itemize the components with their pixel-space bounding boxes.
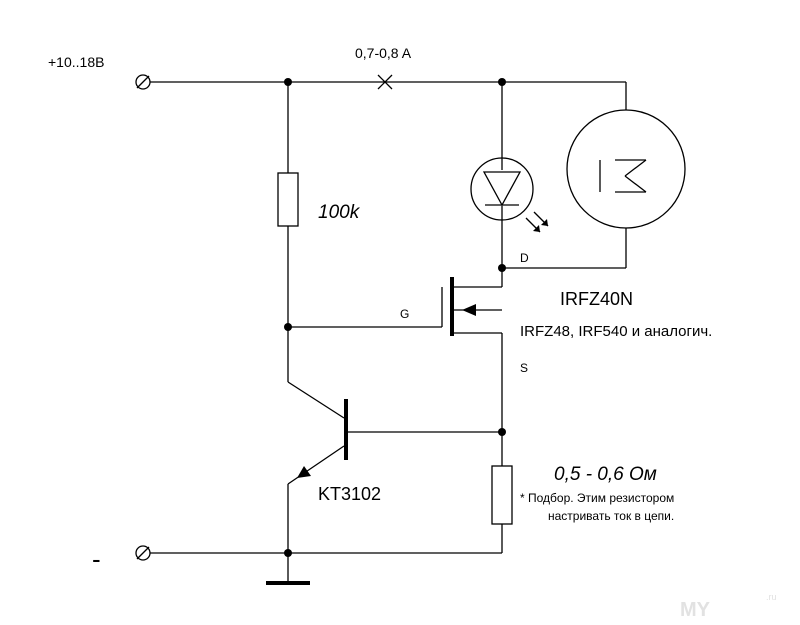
drain-label: D (520, 251, 529, 265)
wires (150, 81, 627, 585)
motor-symbol (566, 109, 686, 229)
fuse-symbol (377, 74, 393, 90)
npn-transistor-symbol (287, 381, 348, 485)
r1-value-label: 100k (318, 202, 361, 223)
gate-label: G (400, 307, 409, 321)
transistor-name-label: KT3102 (318, 484, 381, 504)
watermark-suffix: .ru (766, 592, 777, 602)
ground-terminal (135, 545, 151, 561)
watermark: MY (680, 599, 711, 621)
resistor-r1 (277, 172, 299, 227)
fuse-current-label: 0,7-0,8 A (355, 45, 412, 61)
junction-dots (284, 78, 506, 557)
rsense-value-label: 0,5 - 0,6 Ом (554, 464, 657, 485)
led-symbol (470, 157, 549, 233)
mosfet-name-label: IRFZ40N (560, 289, 633, 309)
mosfet-symbol (441, 277, 502, 336)
note-line-2: настривать ток в цепи. (548, 509, 674, 523)
source-label: S (520, 361, 528, 375)
ground-label: - (92, 544, 101, 574)
mosfet-alternatives-label: IRFZ48, IRF540 и аналогич. (520, 323, 712, 340)
supply-voltage-label: +10..18B (48, 54, 104, 70)
note-line-1: * Подбор. Этим резистором (520, 491, 674, 505)
supply-terminal (135, 74, 151, 90)
resistor-rsense (491, 465, 513, 525)
